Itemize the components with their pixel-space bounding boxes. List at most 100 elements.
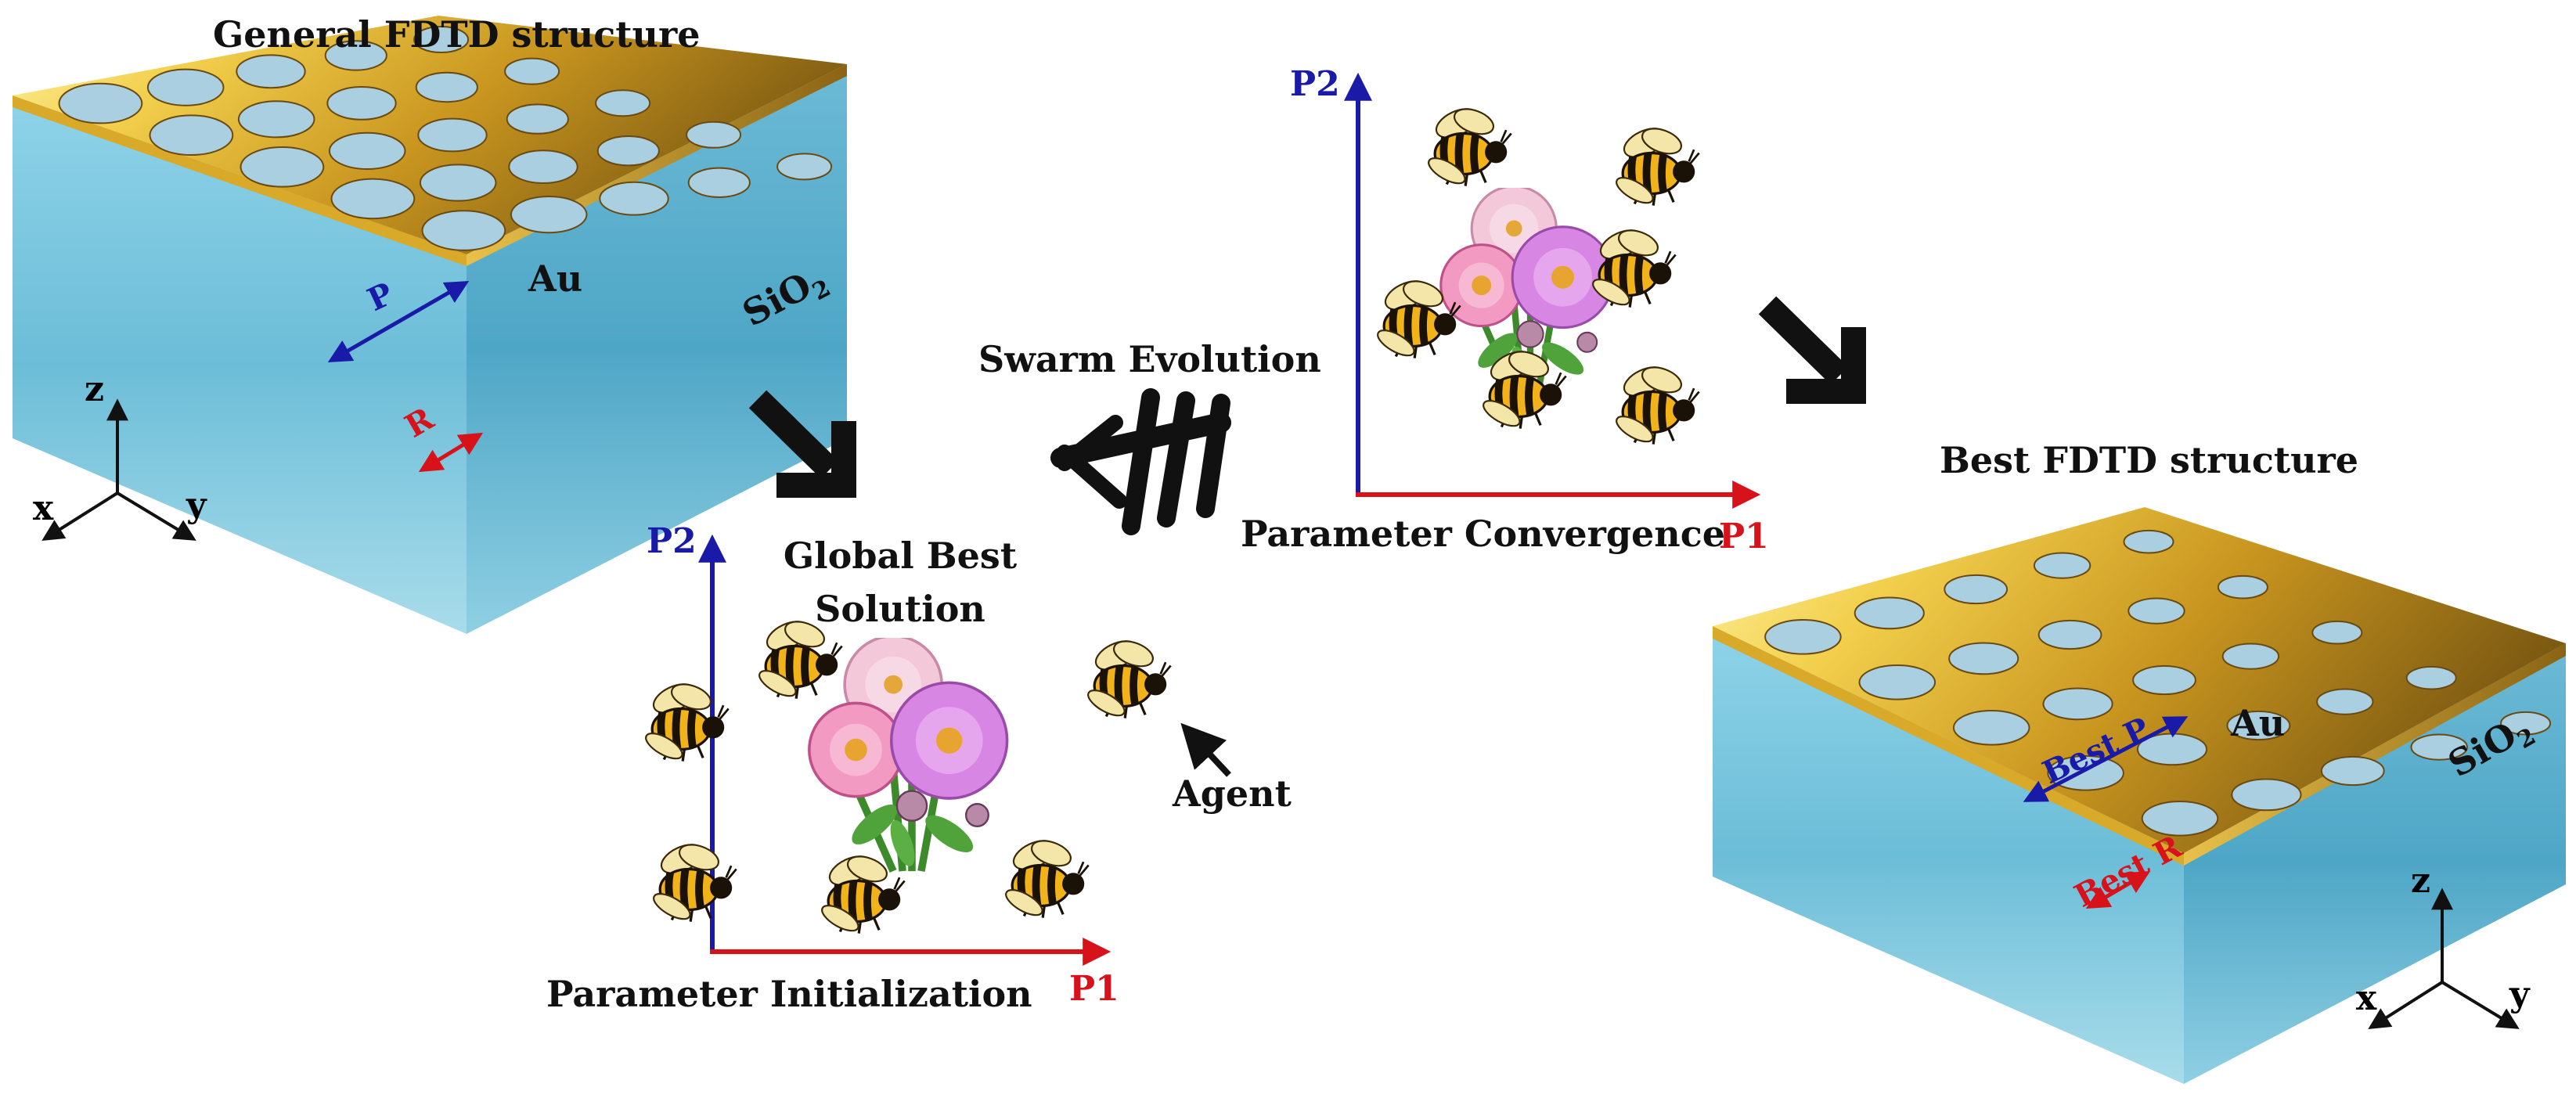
- left-axis-x: x: [33, 488, 54, 528]
- gold-side-edge: [2184, 643, 2566, 866]
- hole: [2141, 801, 2219, 837]
- hole: [2405, 665, 2457, 690]
- hole: [596, 135, 660, 167]
- init-caption: Parameter Initialization: [546, 973, 1032, 1015]
- conv-p1-label: P1: [1719, 517, 1769, 556]
- hole: [326, 85, 397, 121]
- right-axis-y: y: [2509, 974, 2531, 1014]
- hole: [2410, 733, 2468, 761]
- hole: [1948, 642, 2019, 675]
- left-radius-arrow: [418, 432, 484, 473]
- conv-caption: Parameter Convergence: [1241, 513, 1725, 555]
- hole: [2320, 755, 2385, 787]
- bee-icon: [1002, 835, 1088, 920]
- substrate-front-face: [13, 95, 467, 634]
- conv-p2-label: P2: [1290, 64, 1340, 104]
- hole: [1764, 619, 1842, 655]
- hole: [419, 164, 497, 202]
- right-axis-x: x: [2356, 978, 2377, 1018]
- hole: [149, 114, 234, 156]
- global-best-line2: Solution: [815, 588, 985, 630]
- right-radius-arrow: [2085, 870, 2151, 909]
- hole: [510, 196, 588, 234]
- hole: [2033, 552, 2091, 579]
- hole: [687, 167, 751, 199]
- hole: [237, 100, 315, 139]
- arrow-down-right-icon: [1758, 296, 1866, 404]
- hole: [776, 153, 833, 181]
- bee-icon: [642, 679, 728, 764]
- flower-icon: [809, 636, 1007, 871]
- triple-chevron-arrow-icon: [1050, 388, 1231, 535]
- hole: [324, 40, 387, 71]
- bee-icon: [1612, 362, 1699, 447]
- hole: [2037, 619, 2102, 650]
- hole: [1952, 710, 2030, 746]
- right-metal-label: Au: [2230, 702, 2285, 744]
- init-p1-label: P1: [1069, 969, 1119, 1009]
- hole: [1854, 596, 1925, 630]
- hole: [2221, 643, 2280, 670]
- swarm-evolution-label: Swarm Evolution: [978, 338, 1321, 380]
- initialization-plot: P2 P1 Parameter Initialization Global Be…: [546, 521, 1292, 1015]
- best-fdtd-structure: [1713, 507, 2566, 1084]
- hole: [2132, 664, 2196, 696]
- bee-icon: [1612, 123, 1699, 208]
- hole: [146, 68, 225, 106]
- hole: [599, 181, 669, 216]
- hole: [413, 26, 470, 53]
- hole: [236, 54, 306, 89]
- right-axis-z: z: [2411, 861, 2430, 901]
- left-period-arrow: [327, 281, 470, 362]
- hole: [508, 149, 578, 185]
- hole: [2123, 529, 2174, 554]
- hole-array: [1764, 529, 2552, 837]
- hole: [2500, 711, 2552, 736]
- hole: [504, 57, 560, 85]
- bee-icon: [1589, 225, 1675, 310]
- gold-front-edge: [1713, 626, 2184, 866]
- init-p2-label: P2: [647, 521, 697, 561]
- hole: [240, 146, 325, 188]
- left-axis-y: y: [186, 485, 207, 525]
- substrate-side-face: [467, 64, 847, 634]
- left-axis-z: z: [85, 369, 104, 409]
- substrate-side-face: [2184, 643, 2566, 1084]
- hole: [2311, 620, 2363, 645]
- general-fdtd-structure: [13, 16, 847, 634]
- bee-icon: [1425, 103, 1511, 189]
- hole: [2226, 710, 2291, 741]
- hole: [2316, 688, 2374, 715]
- left-xyz-axes: z x y: [33, 369, 207, 541]
- hole: [686, 121, 742, 149]
- agent-pointer-arrow: [1180, 722, 1231, 777]
- hole: [1858, 664, 1937, 700]
- hole: [415, 71, 478, 103]
- bee-icon: [650, 839, 736, 924]
- hole: [58, 82, 143, 124]
- right-xyz-axes: z x y: [2356, 861, 2531, 1029]
- hole: [2042, 687, 2113, 721]
- arrow-down-right-icon: [748, 390, 856, 498]
- bee-icon: [1084, 636, 1170, 721]
- global-best-line1: Global Best: [784, 535, 1018, 577]
- substrate-front-face: [1713, 626, 2184, 1084]
- hole: [2127, 597, 2185, 625]
- hole: [2217, 574, 2268, 600]
- hole: [2231, 778, 2302, 812]
- convergence-plot: P2 P1 Parameter Convergence: [1241, 64, 1769, 556]
- right-structure-title: Best FDTD structure: [1940, 439, 2358, 481]
- agent-label: Agent: [1172, 772, 1292, 815]
- left-metal-label: Au: [528, 257, 582, 300]
- hole: [328, 131, 406, 170]
- gold-front-edge: [13, 95, 467, 266]
- hole: [417, 117, 488, 153]
- hole: [506, 103, 569, 135]
- left-structure-title: General FDTD structure: [213, 13, 701, 56]
- hole: [421, 210, 506, 251]
- hole-array: [58, 26, 833, 251]
- hole: [330, 178, 416, 220]
- hole: [595, 89, 651, 117]
- right-period-arrow: [2023, 716, 2189, 802]
